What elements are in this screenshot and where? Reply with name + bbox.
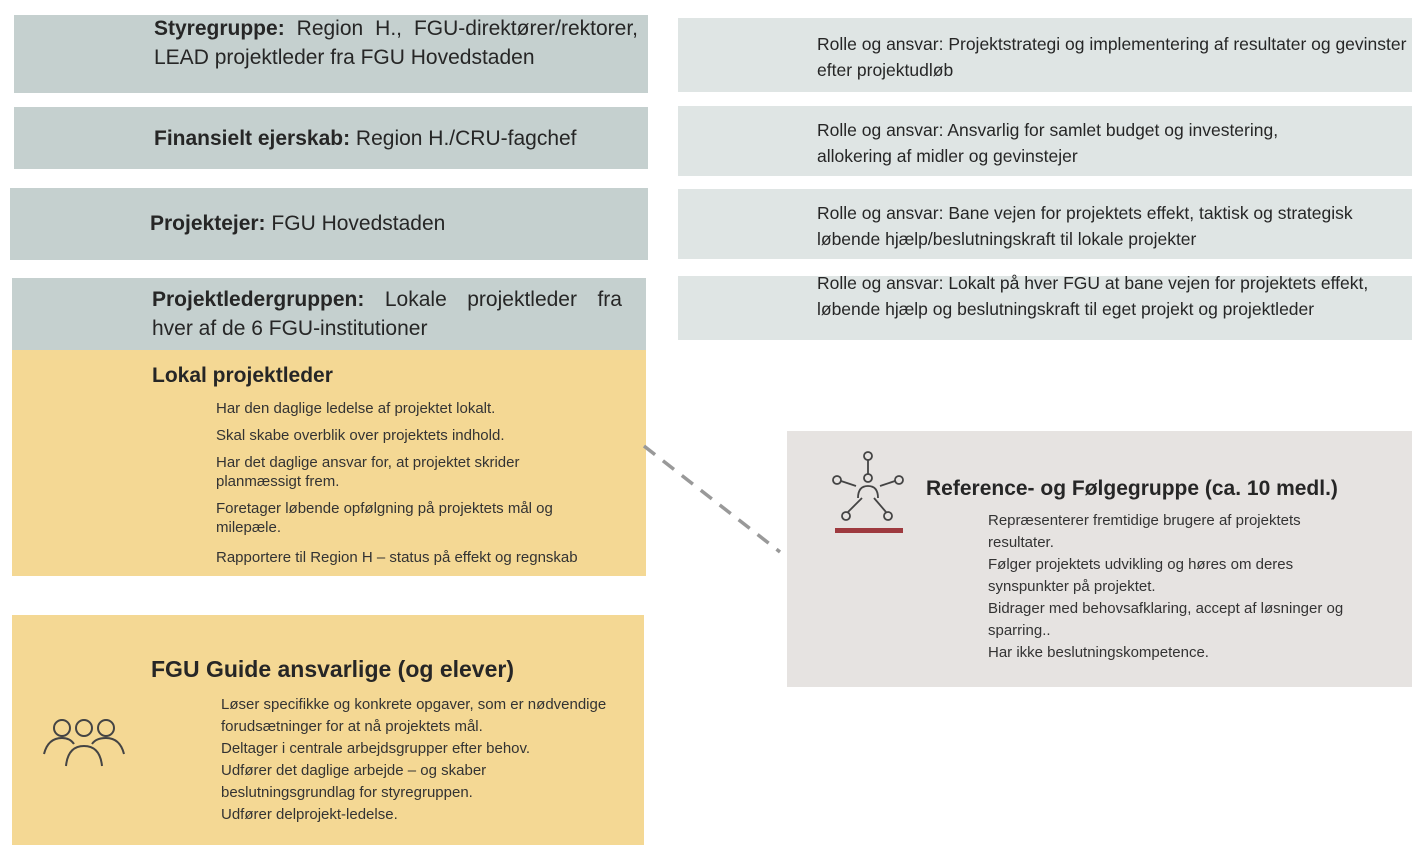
- styregruppe-text: Styregruppe: Region H., FGU-direktører/r…: [154, 14, 638, 72]
- network-icon: [832, 451, 904, 533]
- projektejer-value: FGU Hovedstaden: [271, 212, 446, 235]
- role-box-1: [678, 18, 1412, 92]
- styregruppe-box: [14, 15, 648, 93]
- role-text-1: Rolle og ansvar: Projektstrategi og impl…: [817, 34, 1407, 80]
- lokal-item-3: Har det daglige ansvar for, at projektet…: [216, 454, 520, 490]
- finansielt-box: [14, 107, 648, 169]
- styregruppe-members: Region H., FGU-direktører/rektorer, LEAD…: [154, 17, 638, 69]
- projektledergruppen-label: Projektledergruppen:: [152, 288, 365, 311]
- projektejer-label: Projektejer:: [150, 212, 266, 235]
- projektledergruppen-value: Lokale projektleder fra hver af de 6 FGU…: [152, 288, 622, 340]
- role-box-3: [678, 189, 1412, 259]
- role-text-4: Rolle og ansvar: Lokalt på hver FGU at b…: [817, 273, 1369, 319]
- lokal-item-2: Skal skabe overblik over projektets indh…: [216, 427, 505, 444]
- projektejer-box: [10, 188, 648, 260]
- finansielt-value: Region H./CRU-fagchef: [355, 127, 577, 150]
- lokal-item-4: Foretager løbende opfølgning på projekte…: [216, 500, 553, 536]
- role-box-4: [678, 276, 1412, 340]
- reference-item-4: Har ikke beslutningskompetence.: [988, 644, 1209, 661]
- guide-item-4: Udfører delprojekt-ledelse.: [221, 806, 398, 823]
- projektejer-text: Projektejer: FGU Hovedstaden: [150, 209, 445, 238]
- dashed-connector: [642, 444, 782, 554]
- finansielt-label: Finansielt ejerskab:: [154, 127, 351, 150]
- role-text-3: Rolle og ansvar: Bane vejen for projekte…: [817, 203, 1353, 249]
- lokal-item-5: Rapportere til Region H – status på effe…: [216, 549, 578, 566]
- reference-item-3: Bidrager med behovsafklaring, accept af …: [988, 600, 1344, 639]
- reference-box: [787, 431, 1412, 687]
- guide-box: [12, 615, 644, 845]
- guide-title: FGU Guide ansvarlige (og elever): [151, 656, 514, 682]
- styregruppe-label: Styregruppe:: [154, 17, 285, 40]
- projektledergruppen-box: [12, 278, 646, 350]
- role-box-2: [678, 106, 1412, 176]
- role-text-2: Rolle og ansvar: Ansvarlig for samlet bu…: [817, 120, 1279, 166]
- lokal-projektleder-title: Lokal projektleder: [152, 364, 333, 387]
- reference-item-2: Følger projektets udvikling og høres om …: [988, 556, 1294, 595]
- finansielt-text: Finansielt ejerskab: Region H./CRU-fagch…: [154, 124, 577, 153]
- lokal-projektleder-box: [12, 350, 646, 576]
- lokal-item-1: Har den daglige ledelse af projektet lok…: [216, 400, 496, 417]
- reference-title: Reference- og Følgegruppe (ca. 10 medl.): [926, 477, 1338, 500]
- reference-item-1: Repræsenterer fremtidige brugere af proj…: [988, 512, 1301, 551]
- people-group-icon: [43, 719, 125, 767]
- projektledergruppen-text: Projektledergruppen: Lokale projektleder…: [152, 285, 622, 343]
- guide-item-3: Udfører det daglige arbejde – og skaber …: [221, 762, 487, 801]
- guide-item-2: Deltager i centrale arbejdsgrupper efter…: [221, 740, 531, 757]
- guide-item-1: Løser specifikke og konkrete opgaver, so…: [221, 696, 607, 735]
